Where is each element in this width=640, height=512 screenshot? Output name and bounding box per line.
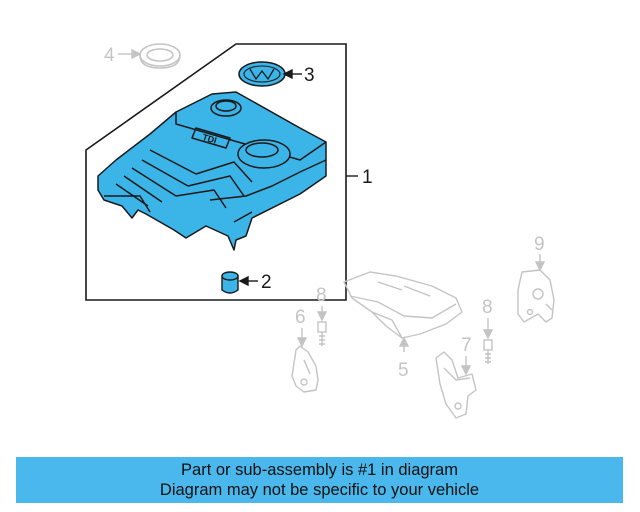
part-9-bracket[interactable] (517, 269, 555, 323)
callout-7: 7 (461, 335, 472, 356)
part-4-ring[interactable] (139, 43, 181, 69)
leader-8-left (316, 306, 328, 322)
part-8-stud-left[interactable] (317, 321, 327, 346)
callout-9: 9 (534, 234, 545, 255)
leader-7 (460, 356, 472, 376)
callout-5: 5 (398, 360, 409, 381)
part-6-bracket[interactable] (291, 345, 319, 393)
info-banner: Part or sub-assembly is #1 in diagram Di… (16, 457, 623, 503)
callout-1: 1 (362, 167, 373, 188)
part-3-emblem[interactable] (238, 61, 286, 87)
leader-4 (118, 48, 142, 60)
part-1-engine-cover[interactable] (97, 91, 327, 251)
leader-6 (296, 328, 308, 348)
banner-line-2: Diagram may not be specific to your vehi… (159, 481, 480, 499)
leader-2 (238, 275, 258, 287)
cover-badge: TDI (201, 132, 218, 146)
leader-3 (282, 68, 302, 80)
assembly-box (85, 43, 347, 301)
callout-2: 2 (261, 272, 272, 293)
callout-6: 6 (295, 307, 306, 328)
leader-8-right (482, 318, 494, 340)
callout-8-right: 8 (482, 297, 493, 318)
part-8-stud-right[interactable] (483, 339, 493, 364)
leader-5 (398, 336, 410, 352)
part-7-bracket[interactable] (435, 351, 477, 419)
part-5-cover[interactable] (343, 271, 463, 339)
banner-line-1: Part or sub-assembly is #1 in diagram (181, 461, 458, 479)
part-2-grommet[interactable] (221, 271, 239, 294)
callout-3: 3 (304, 65, 315, 86)
leader-9 (534, 254, 546, 272)
callout-4: 4 (104, 45, 115, 66)
callout-8-left: 8 (316, 285, 327, 306)
